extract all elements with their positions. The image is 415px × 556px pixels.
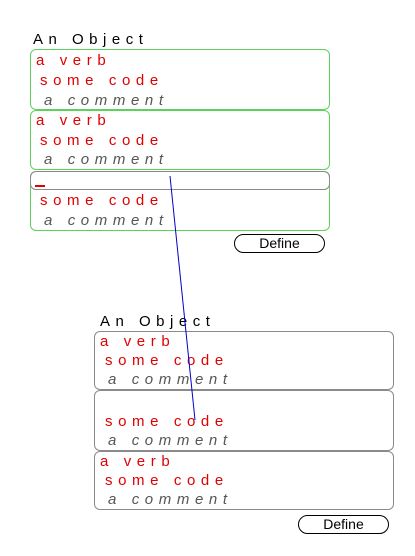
top-block-1-code[interactable]: some code	[40, 72, 164, 89]
bottom-block-2-comment[interactable]: a comment	[108, 432, 233, 449]
bottom-block-3-code[interactable]: some code	[105, 472, 229, 489]
bottom-block-1-comment[interactable]: a comment	[108, 371, 233, 388]
bottom-object-title: An Object	[100, 313, 216, 330]
top-block-3-verb-field[interactable]	[30, 171, 330, 190]
bottom-block-1-code[interactable]: some code	[105, 352, 229, 369]
top-block-1[interactable]	[30, 49, 330, 110]
top-define-button[interactable]: Define	[234, 234, 325, 253]
bottom-block-3-verb[interactable]: a verb	[100, 453, 176, 470]
top-block-2-comment[interactable]: a comment	[44, 151, 169, 168]
top-block-1-comment[interactable]: a comment	[44, 92, 169, 109]
top-block-2[interactable]	[30, 110, 330, 170]
bottom-block-2[interactable]	[94, 390, 394, 451]
bottom-block-3[interactable]	[94, 451, 394, 510]
top-block-1-verb[interactable]: a verb	[36, 52, 112, 69]
top-block-3-comment[interactable]: a comment	[44, 212, 169, 229]
top-object-title: An Object	[33, 31, 149, 48]
top-block-2-code[interactable]: some code	[40, 132, 164, 149]
drag-link-segment	[169, 175, 196, 421]
top-block-3-code[interactable]: some code	[40, 192, 164, 209]
bottom-define-button[interactable]: Define	[298, 515, 389, 534]
bottom-block-3-comment[interactable]: a comment	[108, 491, 233, 508]
text-cursor	[35, 185, 45, 187]
bottom-block-1[interactable]	[94, 331, 394, 390]
bottom-block-1-verb[interactable]: a verb	[100, 333, 176, 350]
bottom-block-2-code[interactable]: some code	[105, 413, 229, 430]
top-block-2-verb[interactable]: a verb	[36, 112, 112, 129]
